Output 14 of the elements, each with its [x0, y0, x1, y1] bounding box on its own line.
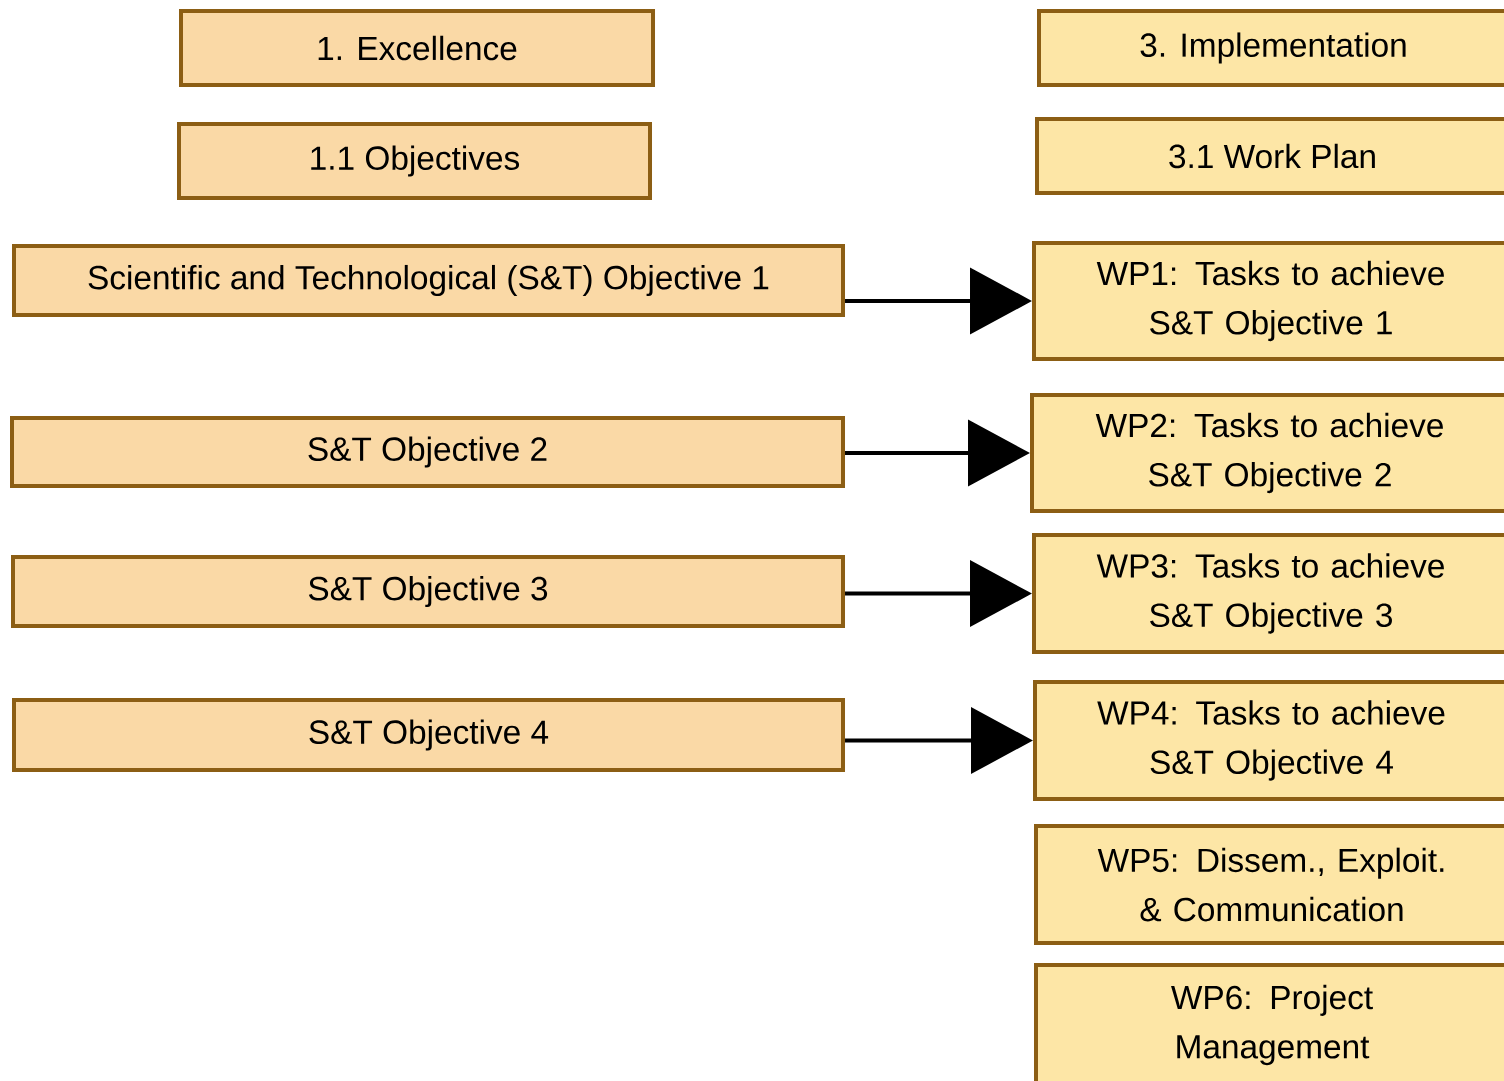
- heading-box: 1.1 Objectives: [177, 122, 652, 200]
- work-package-box: WP3: Tasks to achieve S&T Objective 3: [1032, 533, 1504, 654]
- objective-box: Scientific and Technological (S&T) Objective 1: [12, 244, 845, 317]
- work-package-box: WP1: Tasks to achieve S&T Objective 1: [1032, 241, 1504, 361]
- heading-box: 3. Implementation: [1037, 9, 1504, 87]
- objective-box: S&T Objective 2: [10, 416, 845, 488]
- objective-box: S&T Objective 4: [12, 698, 845, 772]
- heading-box: 1. Excellence: [179, 9, 655, 87]
- work-package-box: WP6: Project Management: [1034, 963, 1504, 1081]
- heading-box: 3.1 Work Plan: [1035, 117, 1504, 195]
- work-package-box: WP4: Tasks to achieve S&T Objective 4: [1033, 680, 1504, 801]
- objective-box: S&T Objective 3: [11, 555, 845, 628]
- work-package-box: WP5: Dissem., Exploit. & Communication: [1034, 824, 1504, 945]
- work-package-box: WP2: Tasks to achieve S&T Objective 2: [1030, 393, 1504, 513]
